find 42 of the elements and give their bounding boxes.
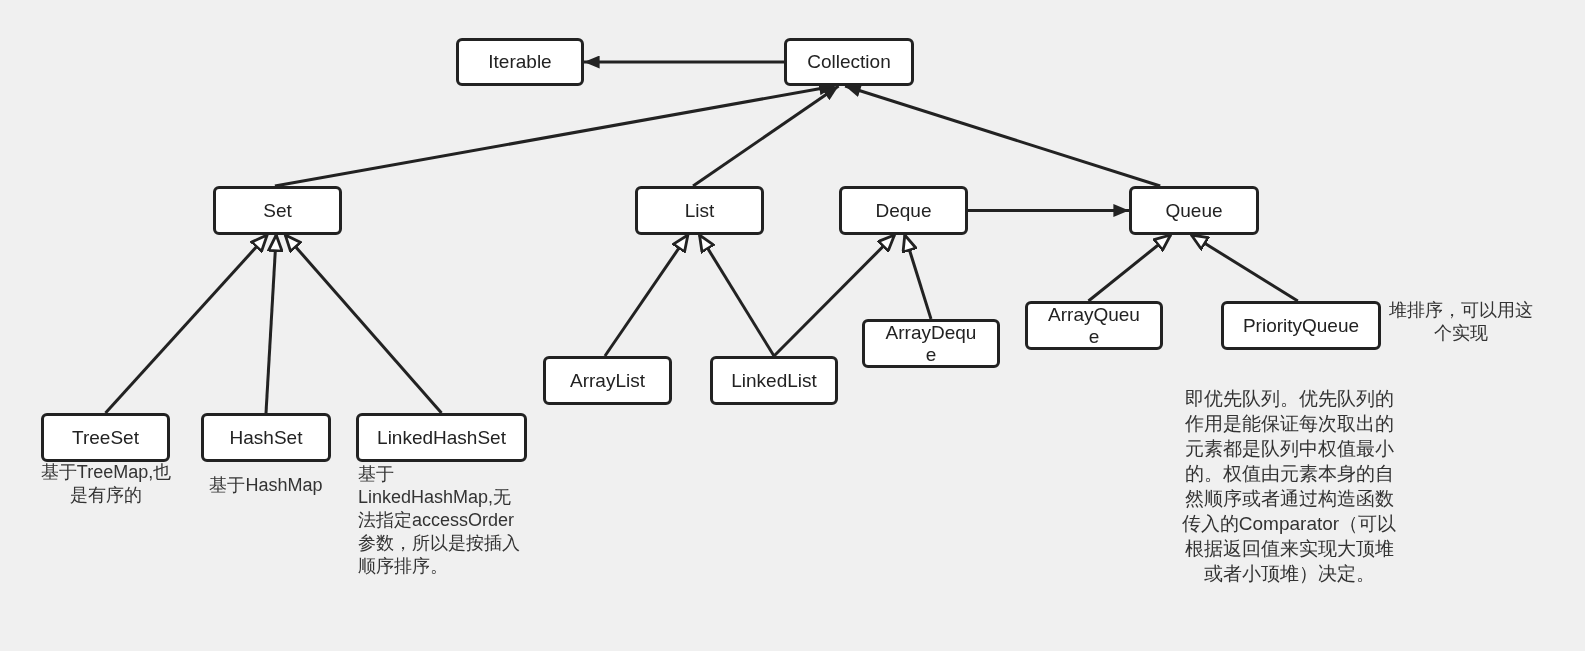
inheritance-arrow (772, 233, 896, 358)
class-name: HashSet (229, 426, 303, 449)
class-box (710, 356, 838, 405)
class-box (839, 186, 968, 235)
class-name: ArrayList (570, 369, 645, 392)
class-name: Deque (875, 199, 932, 222)
class-box (784, 38, 914, 86)
class-name: LinkedList (731, 369, 817, 392)
inheritance-arrow (283, 233, 443, 414)
class-box (635, 186, 764, 235)
class-name: Set (263, 199, 292, 222)
class-box (1025, 301, 1163, 350)
class-name: PriorityQueue (1242, 314, 1360, 337)
class-box (1129, 186, 1259, 235)
inheritance-arrow (901, 233, 933, 320)
inheritance-arrow (264, 233, 284, 414)
class-box (456, 38, 584, 86)
arrow (584, 55, 784, 69)
class-box (862, 319, 1000, 368)
inheritance-arrow (603, 233, 690, 357)
class-box (213, 186, 342, 235)
class-name: LinkedHashSet (377, 426, 506, 449)
inheritance-arrow (1087, 233, 1172, 303)
class-name: List (684, 199, 715, 222)
inheritance-arrow (1190, 233, 1299, 303)
note-text: 基于LinkedHashMap,无法指定accessOrder参数，所以是按插入顺序排序。 (358, 463, 521, 578)
class-name: Queue (1165, 199, 1223, 222)
arrow (844, 84, 1161, 188)
arrow (692, 84, 840, 188)
note-text: 即优先队列。优先队列的作用是能保证每次取出的元素都是队列中权值最小的。权值由元素本身的自然顺序或者通过构造函数传入的Comparator（可以根据返回值来实现大顶堆或者小顶堆）决定。 (1181, 387, 1397, 586)
inheritance-arrow (698, 233, 776, 357)
note-text: 基于HashMap (208, 474, 324, 497)
note-text: 基于TreeMap,也是有序的 (40, 461, 172, 507)
inheritance-arrow (104, 233, 269, 414)
class-name: Collection (807, 51, 891, 73)
arrow (968, 204, 1129, 217)
class-name: TreeSet (72, 426, 139, 449)
class-name: Iterable (488, 51, 552, 73)
class-name: ArrayQueue (1047, 303, 1141, 348)
class-name: ArrayDeque (884, 321, 978, 366)
note-text: 堆排序，可以用这个实现 (1388, 299, 1534, 345)
class-box (543, 356, 672, 405)
